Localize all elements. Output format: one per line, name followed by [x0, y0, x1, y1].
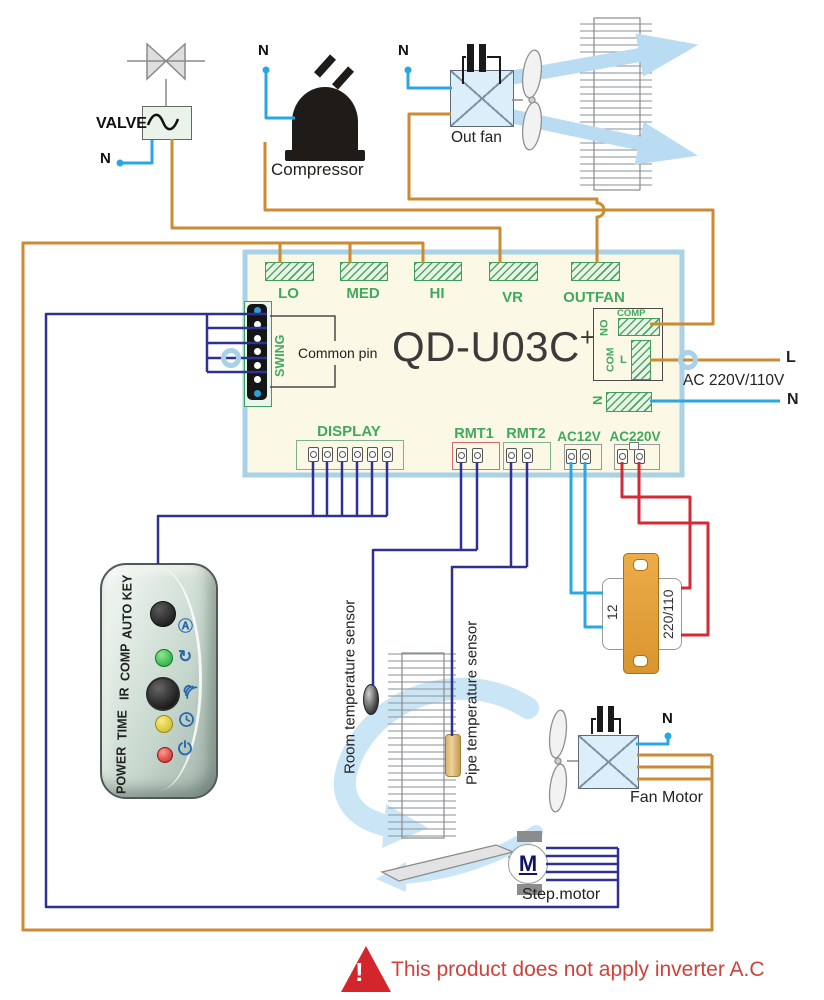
common-pin-label: Common pin — [298, 345, 378, 361]
out-fan-n-label: N — [398, 42, 409, 59]
transformer-secondary-label: 12 — [604, 604, 620, 620]
airflow-arrows — [505, 33, 699, 165]
display-connector-label: DISPLAY — [317, 423, 381, 440]
wire-ac12v-b — [583, 462, 603, 629]
relay-l-terminal — [631, 340, 651, 380]
fan-motor-propeller-icon — [548, 709, 568, 813]
swing-pin-strip — [247, 304, 267, 400]
power-led — [157, 747, 173, 763]
warning-text: This product does not apply inverter A.C — [391, 958, 765, 981]
connector-hi — [414, 262, 462, 281]
relay-no-label: NO — [598, 319, 611, 337]
connector-outfan — [571, 262, 620, 281]
wire-ac12v-a — [569, 462, 603, 595]
compressor-label: Compressor — [271, 160, 364, 179]
pipe-temperature-sensor — [445, 734, 461, 777]
transformer-primary-label: 220/110 — [660, 589, 676, 639]
display-comp-label: COMP — [118, 643, 133, 681]
pipe-sensor-label: Pipe temperature sensor — [463, 620, 481, 786]
rmt1-connector-label: RMT1 — [454, 426, 494, 442]
connector-vr-label: VR — [502, 289, 523, 306]
swing-label: SWING — [273, 334, 287, 378]
board-neutral-terminal — [606, 392, 652, 412]
step-motor-label: Step.motor — [522, 886, 601, 903]
display-autokey-label: AUTO KEY — [120, 574, 135, 640]
connector-med-label: MED — [346, 285, 380, 302]
connector-lo-label: LO — [278, 285, 299, 302]
relay-no-terminal — [618, 318, 660, 336]
comp-led — [155, 649, 173, 667]
valve-n-label: N — [100, 150, 111, 167]
step-motor-m: M — [518, 851, 538, 876]
transformer-mount-hole-bottom — [633, 655, 648, 667]
out-fan-label: Out fan — [451, 129, 502, 146]
fan-motor-label: Fan Motor — [630, 789, 703, 806]
wire-outfan — [407, 112, 606, 263]
relay-l-label: L — [620, 354, 627, 366]
connector-lo — [265, 262, 314, 281]
auto-icon: Ⓐ — [178, 618, 194, 635]
valve-coil-box — [142, 106, 192, 140]
condenser-coil — [580, 17, 652, 191]
grommet-right — [678, 350, 698, 370]
grommet-left — [221, 348, 241, 368]
room-sensor-label: Room temperature sensor — [341, 599, 359, 775]
warning-triangle-icon — [341, 946, 391, 992]
step-motor-symbol: M — [508, 844, 548, 884]
wire-valve-n — [120, 140, 154, 165]
board-title: QD-U03C+ — [392, 322, 596, 371]
board-title-text: QD-U03C — [392, 323, 580, 370]
wire-display-bundle — [156, 462, 389, 564]
board-neutral-label: N — [590, 395, 605, 405]
out-fan-motor-box — [450, 70, 514, 127]
connector-vr — [489, 262, 538, 281]
ir-receiver — [146, 677, 180, 711]
swing-connector — [244, 301, 272, 407]
fan-motor-capacitor-icon — [591, 706, 621, 734]
transformer-core — [623, 553, 659, 674]
compressor-icon — [285, 54, 365, 161]
warning-exclamation: ! — [355, 957, 364, 987]
display-unit: POWER TIME IR COMP AUTO KEY Ⓐ ↻ — [100, 563, 218, 799]
wire-compressor-n — [264, 70, 295, 120]
four-way-valve-icon — [146, 42, 186, 81]
display-time-label: TIME — [115, 710, 130, 740]
display-ir-label: IR — [117, 687, 132, 701]
wire-fan-motor-n — [636, 736, 670, 746]
ir-waves-icon — [182, 683, 200, 706]
connector-outfan-label: OUTFAN — [563, 289, 625, 306]
mains-n-label: N — [787, 391, 799, 408]
out-fan-propeller-icon — [521, 49, 543, 151]
fan-motor-n-label: N — [662, 710, 673, 727]
wire-outfan-n — [406, 70, 452, 90]
power-icon — [177, 740, 193, 761]
ac12v-connector-label: AC12V — [557, 429, 601, 444]
display-power-label: POWER — [114, 746, 129, 794]
connector-med — [340, 262, 388, 281]
mains-l-label: L — [786, 349, 796, 366]
ac220v-center-tab — [629, 442, 639, 450]
wire-valve-to-vr — [170, 139, 502, 263]
timer-clock-icon — [178, 711, 195, 733]
compressor-n-label: N — [258, 42, 269, 59]
rmt2-connector-label: RMT2 — [506, 426, 546, 442]
valve-label: VALVE — [96, 115, 147, 132]
transformer-mount-hole-top — [633, 559, 648, 571]
auto-key-button[interactable] — [150, 601, 176, 627]
cycle-icon: ↻ — [178, 647, 193, 666]
fan-motor-box — [578, 735, 639, 789]
mains-voltage-label: AC 220V/110V — [683, 372, 785, 389]
relay-com-label: COM — [604, 347, 617, 373]
time-led — [155, 715, 173, 733]
connector-hi-label: HI — [429, 285, 445, 302]
room-temperature-sensor — [363, 684, 379, 715]
